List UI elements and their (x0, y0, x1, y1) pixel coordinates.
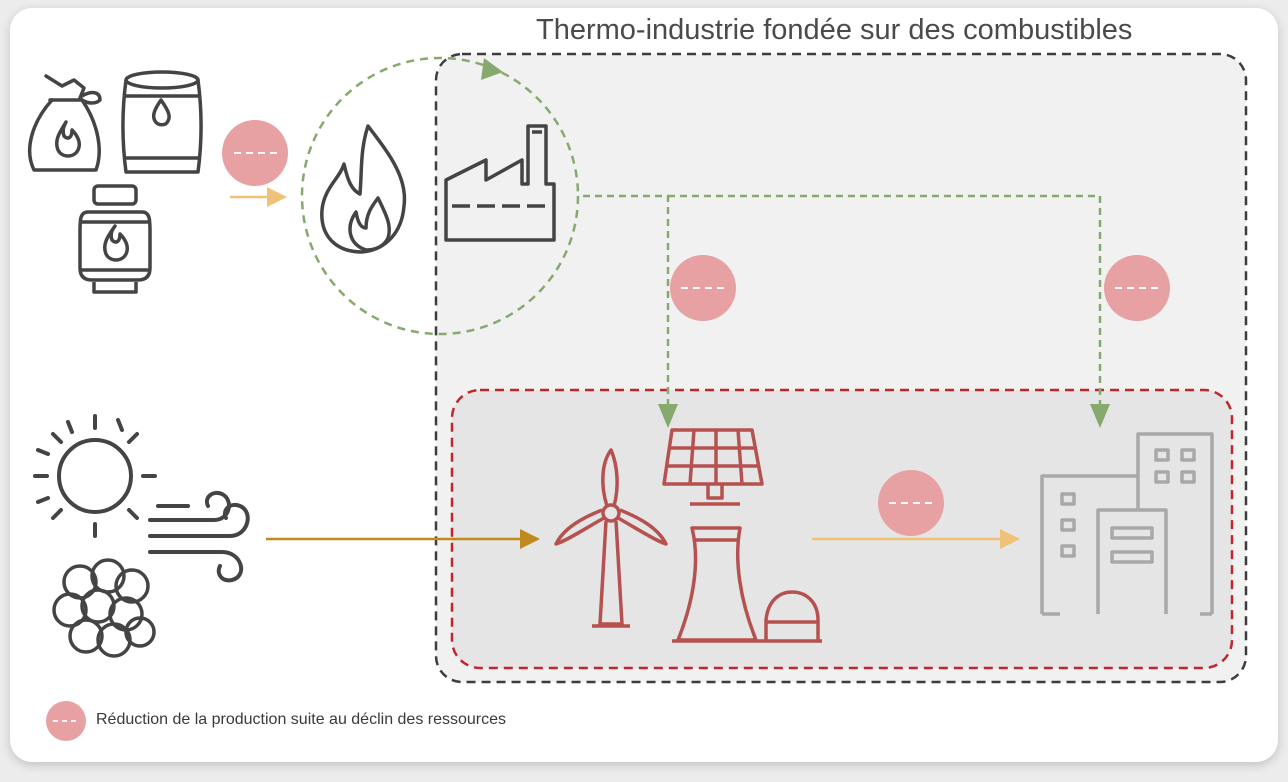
legend-badge (46, 701, 86, 741)
factory-icon (444, 124, 556, 242)
legend-label: Réduction de la production suite au décl… (96, 711, 507, 728)
wind-icon (148, 491, 250, 583)
nuclear-plant-icon (672, 526, 822, 643)
decline-badge-energy (878, 470, 944, 536)
flow-to-buildings (668, 194, 1102, 412)
buildings-icon (1040, 432, 1214, 616)
oil-barrel-icon (121, 70, 203, 174)
biomass-icon (52, 558, 156, 658)
fire-icon (320, 124, 407, 254)
sun-icon (33, 414, 157, 538)
renewable-energy-zone (450, 388, 1234, 670)
decline-badge-renewables (670, 255, 736, 321)
gas-cylinder-icon (78, 184, 152, 294)
cycle-arrowhead (481, 58, 503, 80)
solar-panel-icon (662, 428, 764, 506)
combustion-cycle (300, 56, 580, 336)
coal-bag-icon (27, 74, 102, 172)
diagram-title: Thermo-industrie fondée sur des combusti… (536, 14, 1133, 46)
arrowhead-renewables (658, 404, 678, 428)
decline-badge-buildings (1104, 255, 1170, 321)
wind-turbine-icon (554, 448, 668, 628)
arrowhead-buildings (1090, 404, 1110, 428)
decline-badge-fuels (222, 120, 288, 186)
